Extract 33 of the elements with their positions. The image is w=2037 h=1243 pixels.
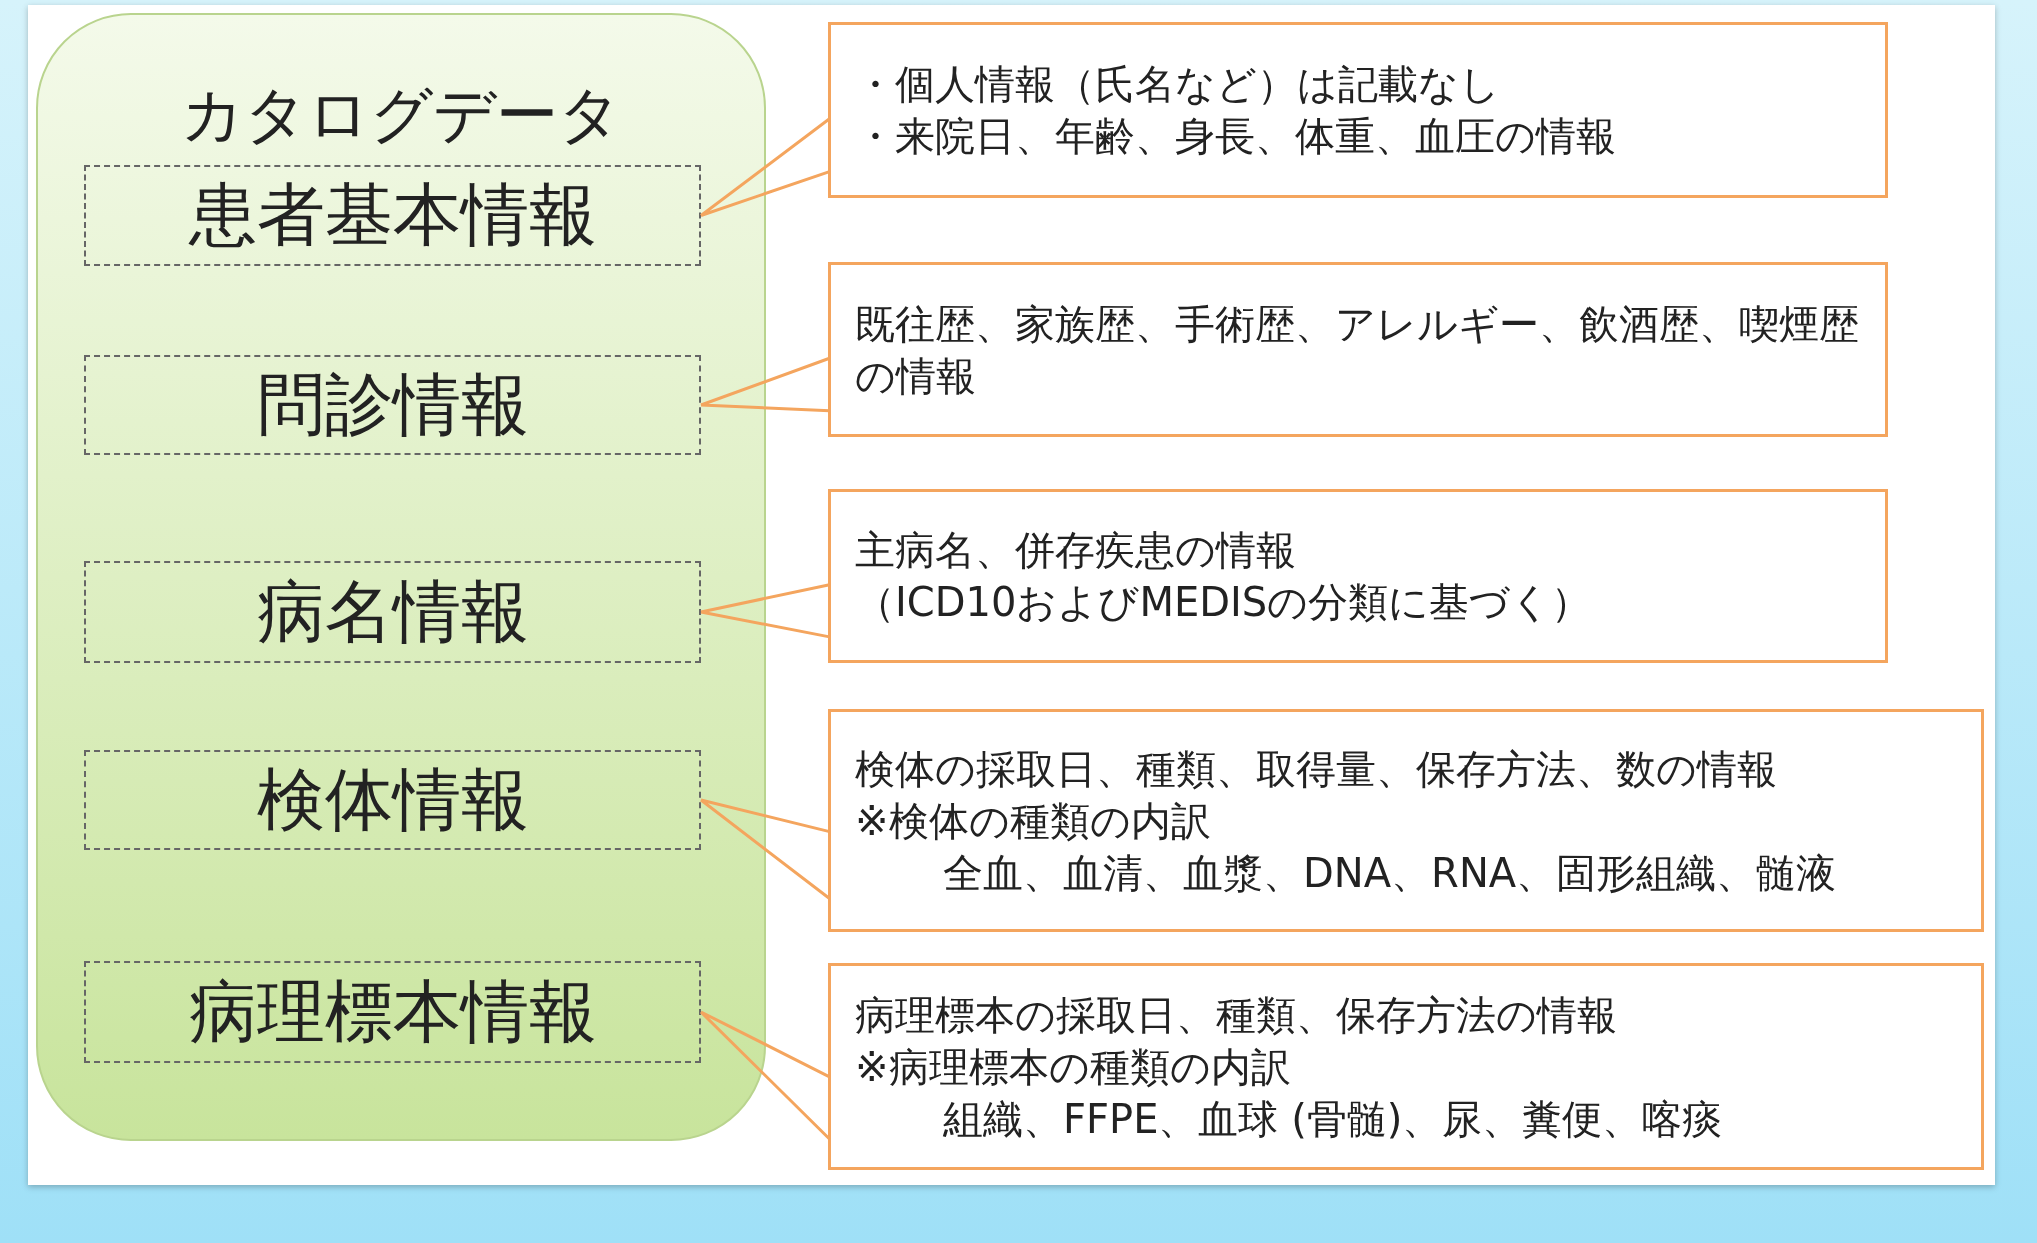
callout-box: [828, 22, 1888, 198]
callout-box: [828, 489, 1888, 663]
callout-text: 主病名、併存疾患の情報: [855, 526, 1297, 575]
callout-box: [828, 963, 1984, 1170]
box-label: 患者基本情報: [188, 174, 597, 256]
callout-pointer: [699, 583, 831, 639]
box-label: 病名情報: [256, 570, 529, 653]
rounded-panel: [36, 13, 766, 1141]
panel-title: カタログデータ: [180, 77, 622, 153]
box-label: 問診情報: [256, 363, 529, 446]
callout-text: 病理標本の採取日、種類、保存方法の情報: [855, 990, 1618, 1040]
callout-pointer: [699, 117, 831, 217]
dashed-box: [84, 165, 701, 266]
callout-text: 組織、FFPE、血球 (骨髄)、尿、糞便、喀痰: [942, 1094, 1724, 1144]
callout-text: ※病理標本の種類の内訳: [855, 1042, 1292, 1092]
callout-pointer: [699, 798, 831, 901]
callout-text: 全血、血清、血漿、DNA、RNA、固形組織、髄液: [942, 848, 1838, 898]
callout-pointer: [699, 356, 831, 413]
callout-box: [828, 709, 1984, 932]
callout-text: （ICD10およびMEDISの分類に基づく）: [855, 578, 1593, 627]
dashed-box: [84, 750, 701, 850]
callout-pointer: [699, 1010, 831, 1141]
callout-text: ・来院日、年齢、身長、体重、血圧の情報: [855, 112, 1617, 161]
dashed-box: [84, 961, 701, 1063]
box-label: 病理標本情報: [188, 970, 597, 1053]
dashed-box: [84, 561, 701, 663]
box-label: 検体情報: [256, 758, 529, 841]
callout-text: ・個人情報（氏名など）は記載なし: [855, 60, 1501, 109]
callout-text: 検体の採取日、種類、取得量、保存方法、数の情報: [855, 744, 1778, 794]
dashed-box: [84, 355, 701, 455]
callout-box: [828, 262, 1888, 437]
callout-text: ※検体の種類の内訳: [855, 796, 1212, 846]
callout-text: 既往歴、家族歴、手術歴、アレルギー、飲酒歴、喫煙歴の情報: [855, 299, 1860, 401]
